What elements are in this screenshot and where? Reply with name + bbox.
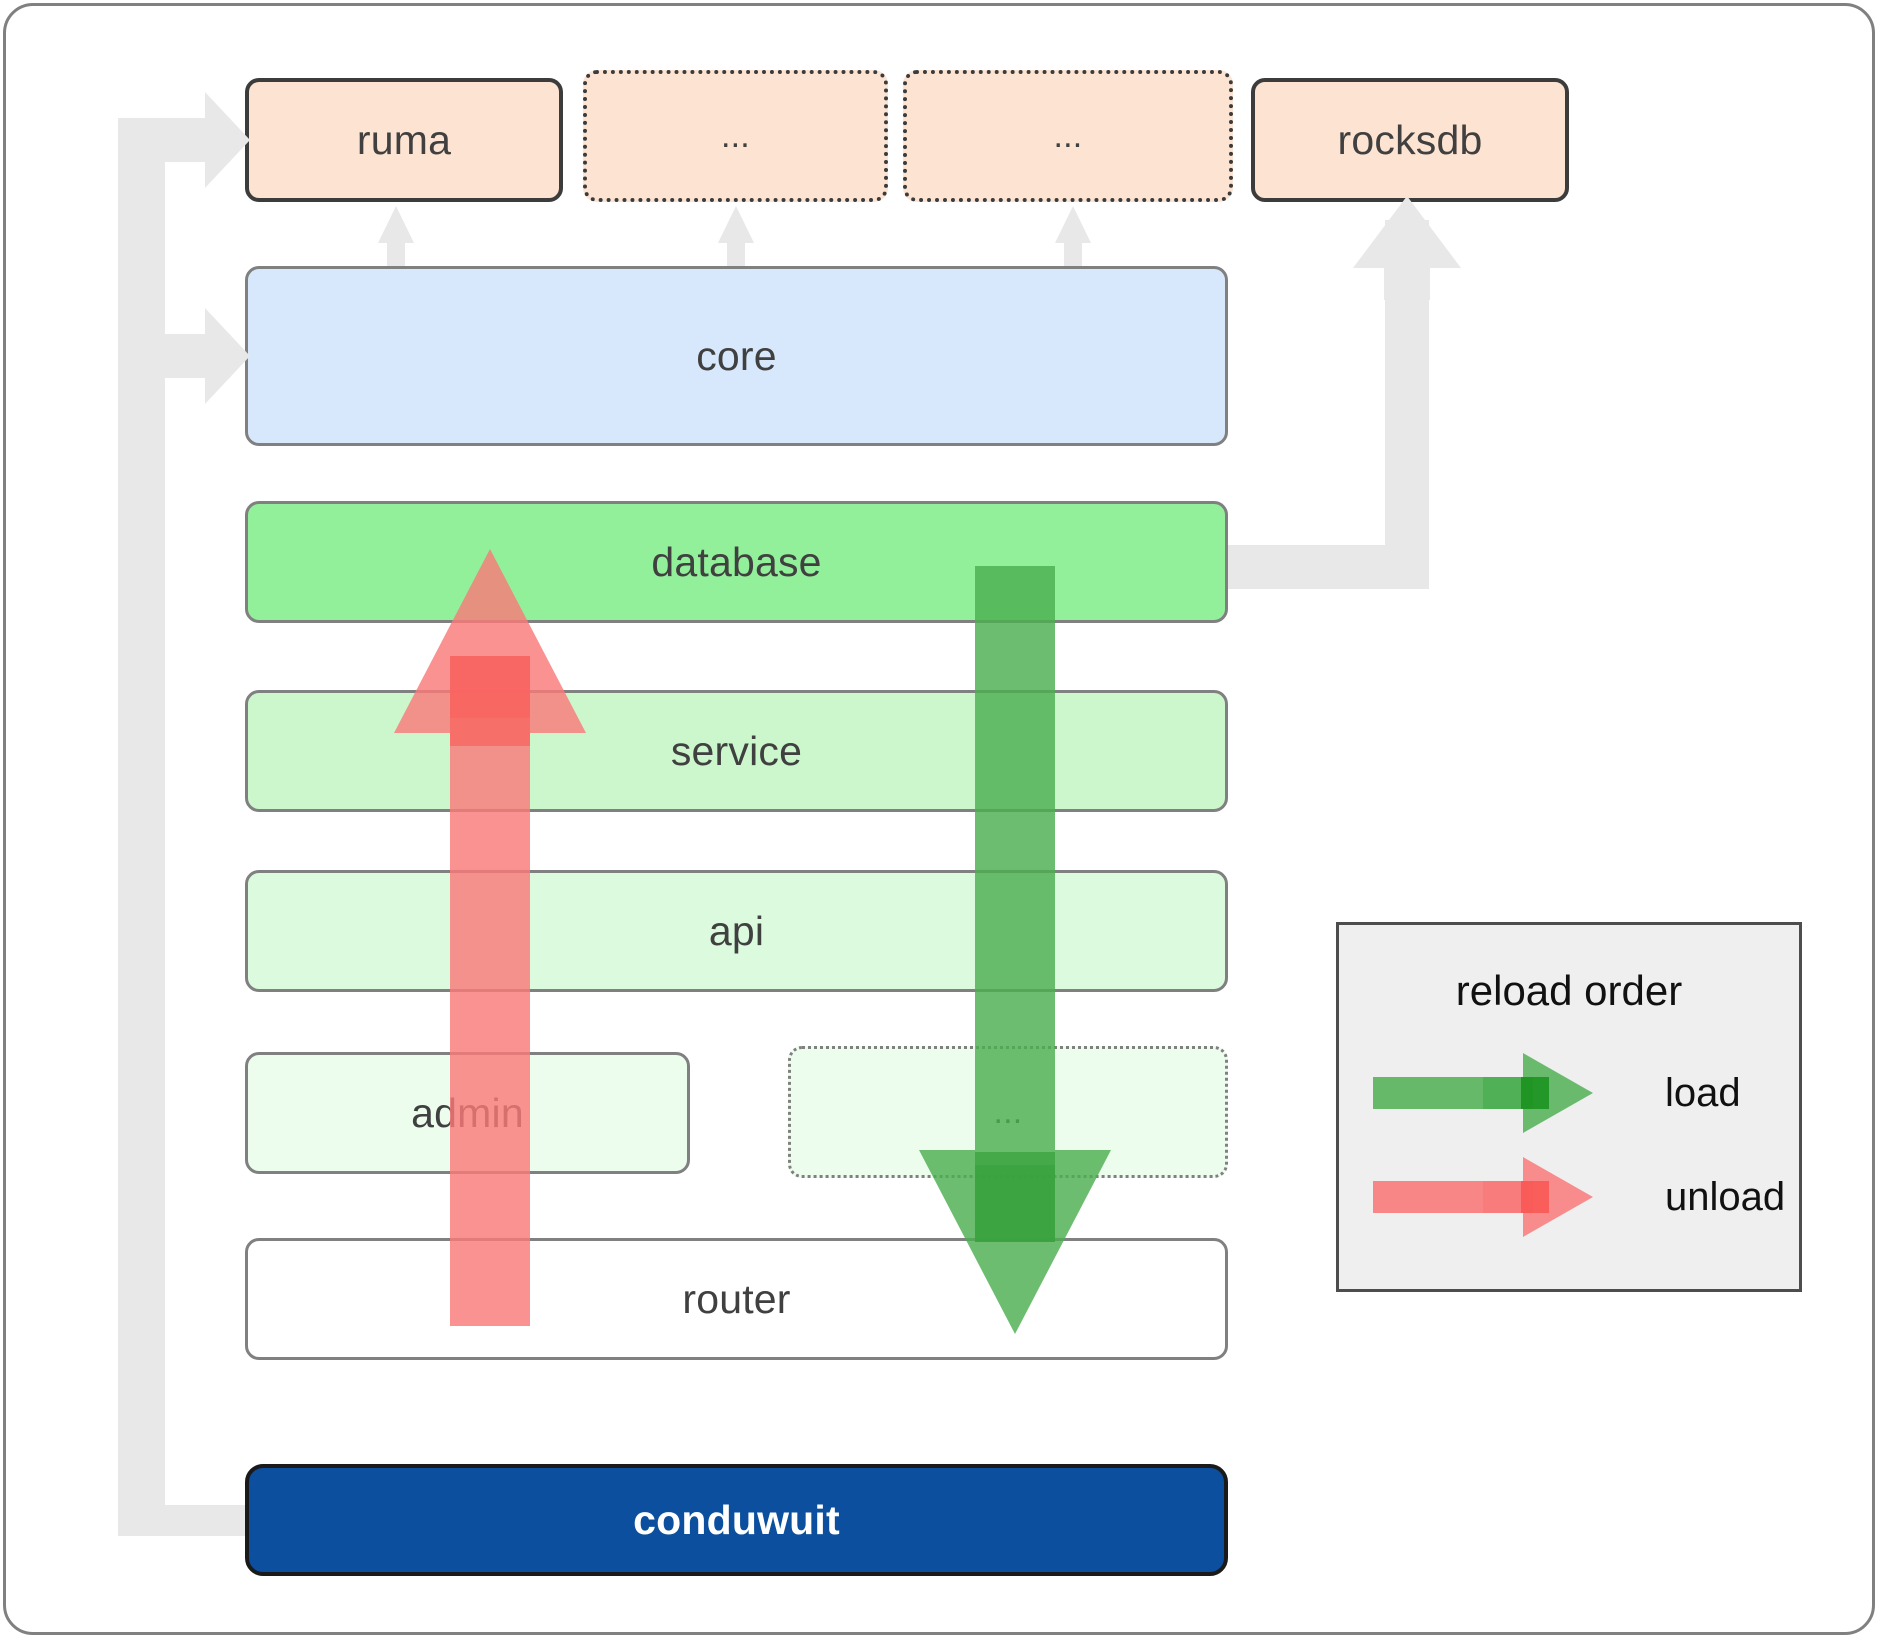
node-dep-dots-1[interactable]: ... [583,70,888,202]
legend-row-unload: unload [1339,1157,1799,1237]
node-api[interactable]: api [245,870,1228,992]
connector-database-to-rocksdb [1228,545,1385,589]
connector-arrow-core-to-ruma [378,206,414,266]
connector-arrow-to-ruma [118,92,250,188]
node-database[interactable]: database [245,501,1228,623]
legend-load-arrow-icon [1373,1053,1633,1133]
connector-conduwuit-to-left-spine [118,128,245,1536]
node-ruma[interactable]: ruma [245,78,563,202]
connector-arrow-to-rocksdb [1353,196,1461,300]
legend-panel: reload order load unload [1336,922,1802,1292]
load-arrow [919,566,1111,1334]
legend-unload-arrow-icon [1373,1157,1633,1237]
node-core[interactable]: core [245,266,1228,446]
legend-load-label: load [1665,1070,1741,1115]
node-router[interactable]: router [245,1238,1228,1360]
connector-arrow-core-to-dots2 [1055,206,1091,266]
connector-arrow-core-to-dots1 [718,206,754,266]
connector-database-to-rocksdb-riser [1385,220,1429,589]
unload-arrow [394,549,586,1326]
legend-unload-label: unload [1665,1174,1786,1219]
legend-title: reload order [1455,967,1683,1014]
node-dep-dots-2[interactable]: ... [903,70,1233,202]
connector-arrow-to-core [118,308,250,404]
node-conduwuit[interactable]: conduwuit [245,1464,1228,1576]
legend-row-load: load [1339,1053,1799,1133]
